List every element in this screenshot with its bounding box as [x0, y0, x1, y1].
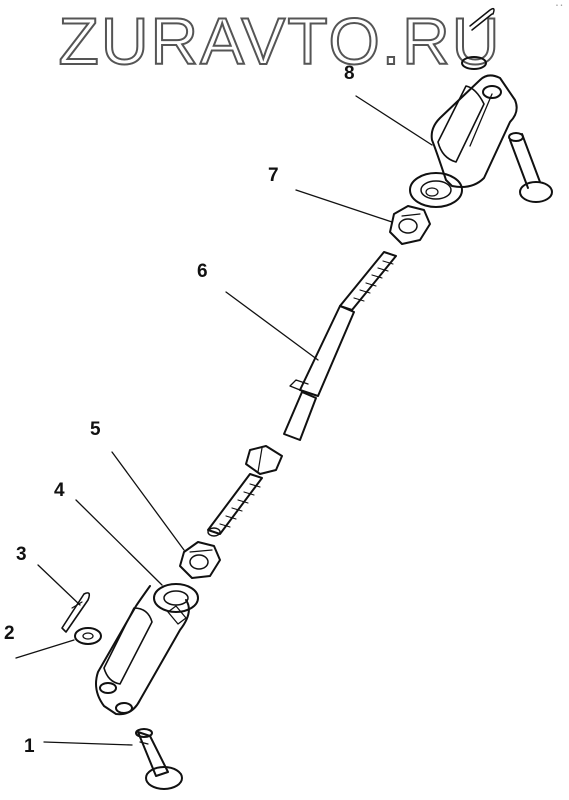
part-1-clevis-pin: [135, 728, 183, 790]
part-number-4: 4: [54, 480, 65, 501]
part-number-1: 1: [24, 736, 35, 757]
part-number-3: 3: [16, 544, 27, 565]
leader-2: [15, 639, 75, 659]
watermark-logo: ZURAVTO.RU: [58, 3, 502, 78]
leader-1: [43, 741, 133, 746]
leader-7: [295, 189, 393, 223]
corner-mark: • •: [555, 3, 564, 9]
part-number-2: 2: [4, 623, 15, 644]
leader-6: [225, 291, 319, 361]
part-number-6: 6: [197, 261, 208, 282]
part-number-8: 8: [344, 63, 355, 84]
leader-lines: [15, 95, 433, 746]
part-5-lower-nut: [179, 541, 221, 579]
part-8-upper-clevis: [409, 7, 553, 208]
part-7-upper-nut: [389, 205, 431, 245]
watermark-text: ZURAVTO.RU: [59, 4, 502, 78]
part-2-washer: [74, 627, 102, 645]
part-4-lower-clevis: [95, 583, 199, 716]
leader-8: [355, 95, 433, 146]
leader-3: [37, 564, 81, 606]
leader-4: [75, 499, 163, 586]
part-number-5: 5: [90, 419, 101, 440]
part-3-cotter-pin: [61, 592, 91, 633]
part-number-7: 7: [268, 165, 279, 186]
leader-5: [111, 451, 185, 551]
part-6-threaded-rod: [207, 251, 397, 537]
